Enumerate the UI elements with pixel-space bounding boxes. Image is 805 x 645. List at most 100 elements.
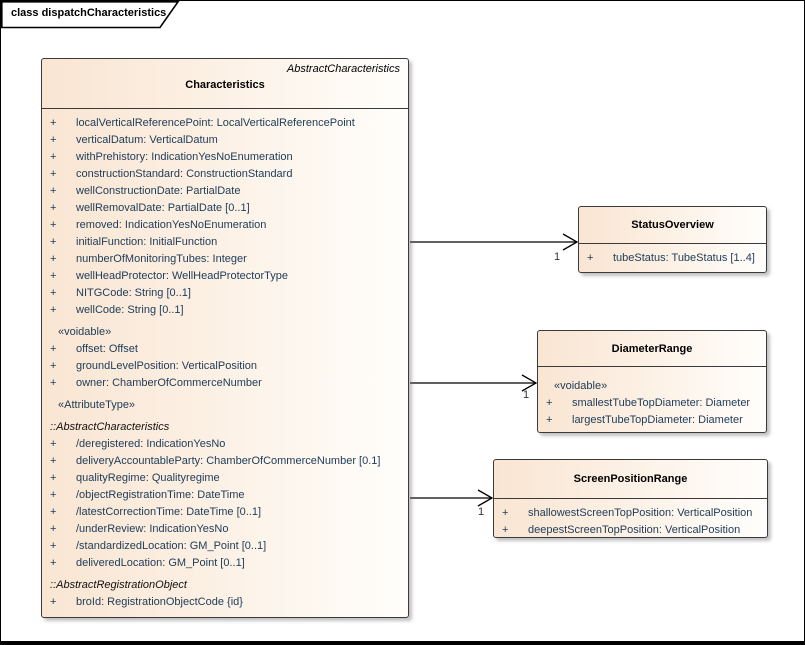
attribute-row: «AttributeType» <box>50 396 404 413</box>
visibility-marker: + <box>50 218 57 231</box>
visibility-marker: + <box>50 539 57 552</box>
attribute-text: broId: RegistrationObjectCode {id} <box>76 595 243 608</box>
attribute-row: «voidable» <box>50 323 404 340</box>
attribute-row: + owner: ChamberOfCommerceNumber <box>50 374 404 391</box>
attribute-text: ::AbstractRegistrationObject <box>50 578 187 591</box>
attribute-text: /standardizedLocation: GM_Point [0..1] <box>76 539 267 552</box>
multiplicity-label: 1 <box>554 251 561 263</box>
visibility-marker: + <box>50 454 57 467</box>
attribute-text: groundLevelPosition: VerticalPosition <box>76 359 258 372</box>
visibility-marker: + <box>50 133 57 146</box>
frame-tab-shape <box>1 1 180 29</box>
attribute-text: /deregistered: IndicationYesNo <box>76 437 226 450</box>
visibility-marker: + <box>50 184 57 197</box>
attribute-row: + deepestScreenTopPosition: VerticalPosi… <box>502 521 763 538</box>
attribute-text: deliveryAccountableParty: ChamberOfComme… <box>76 454 381 467</box>
visibility-marker: + <box>50 595 57 608</box>
attribute-row: + verticalDatum: VerticalDatum <box>50 131 404 148</box>
attribute-text: /objectRegistrationTime: DateTime <box>76 488 245 501</box>
attribute-row: + smallestTubeTopDiameter: Diameter <box>546 394 762 411</box>
visibility-marker: + <box>50 286 57 299</box>
visibility-marker: + <box>50 269 57 282</box>
attribute-row: + removed: IndicationYesNoEnumeration <box>50 216 404 233</box>
attribute-text: withPrehistory: IndicationYesNoEnumerati… <box>76 150 293 163</box>
attribute-row: + initialFunction: InitialFunction <box>50 233 404 250</box>
class-characteristics[interactable]: AbstractCharacteristics Characteristics … <box>41 58 409 618</box>
visibility-marker: + <box>587 251 594 264</box>
attribute-row: + shallowestScreenTopPosition: VerticalP… <box>502 504 763 521</box>
class-name: ScreenPositionRange <box>573 473 688 485</box>
attribute-text: smallestTubeTopDiameter: Diameter <box>572 396 751 409</box>
attribute-row: «voidable» <box>546 377 762 394</box>
attribute-text: offset: Offset <box>76 342 138 355</box>
visibility-marker: + <box>50 488 57 501</box>
multiplicity-label: 1 <box>523 389 530 401</box>
attribute-text: NITGCode: String [0..1] <box>76 286 191 299</box>
attribute-text: largestTubeTopDiameter: Diameter <box>572 413 743 426</box>
attribute-row: + qualityRegime: Qualityregime <box>50 469 404 486</box>
visibility-marker: + <box>50 303 57 316</box>
visibility-marker: + <box>50 116 57 129</box>
association-diameter-range[interactable] <box>410 374 538 392</box>
visibility-marker: + <box>50 201 57 214</box>
visibility-marker: + <box>50 376 57 389</box>
attribute-text: tubeStatus: TubeStatus [1..4] <box>613 251 755 264</box>
visibility-marker: + <box>502 523 509 536</box>
visibility-marker: + <box>50 505 57 518</box>
attribute-text: removed: IndicationYesNoEnumeration <box>76 218 267 231</box>
attribute-text: localVerticalReferencePoint: LocalVertic… <box>76 116 355 129</box>
attribute-text: qualityRegime: Qualityregime <box>76 471 220 484</box>
attribute-text: wellRemovalDate: PartialDate [0..1] <box>76 201 250 214</box>
attributes-compartment: + shallowestScreenTopPosition: VerticalP… <box>494 499 767 538</box>
attribute-text: shallowestScreenTopPosition: VerticalPos… <box>528 506 753 519</box>
visibility-marker: + <box>50 359 57 372</box>
visibility-marker: + <box>50 150 57 163</box>
attribute-text: verticalDatum: VerticalDatum <box>76 133 218 146</box>
association-screen-position-range[interactable] <box>410 489 494 507</box>
attribute-row: + localVerticalReferencePoint: LocalVert… <box>50 114 404 131</box>
attribute-row: + wellCode: String [0..1] <box>50 301 404 318</box>
attribute-row: + largestTubeTopDiameter: Diameter <box>546 411 762 428</box>
attribute-row: + numberOfMonitoringTubes: Integer <box>50 250 404 267</box>
attribute-text: ::AbstractCharacteristics <box>50 420 170 433</box>
class-status-overview[interactable]: StatusOverview + tubeStatus: TubeStatus … <box>578 206 767 273</box>
class-diameter-range[interactable]: DiameterRange «voidable» + smallestTubeT… <box>537 330 767 433</box>
attribute-row: + wellHeadProtector: WellHeadProtectorTy… <box>50 267 404 284</box>
visibility-marker: + <box>50 556 57 569</box>
attribute-row: + wellRemovalDate: PartialDate [0..1] <box>50 199 404 216</box>
attribute-row: + deliveredLocation: GM_Point [0..1] <box>50 554 404 571</box>
attribute-text: deepestScreenTopPosition: VerticalPositi… <box>528 523 741 536</box>
attribute-row: + /underReview: IndicationYesNo <box>50 520 404 537</box>
attribute-row: + offset: Offset <box>50 340 404 357</box>
class-header: StatusOverview <box>579 207 766 244</box>
attributes-compartment: + tubeStatus: TubeStatus [1..4] <box>579 244 766 266</box>
attribute-row: + /objectRegistrationTime: DateTime <box>50 486 404 503</box>
attribute-row: + broId: RegistrationObjectCode {id} <box>50 593 404 610</box>
class-stereotype-label: AbstractCharacteristics <box>286 63 400 75</box>
visibility-marker: + <box>50 252 57 265</box>
attribute-text: constructionStandard: ConstructionStanda… <box>76 167 293 180</box>
attribute-row: + deliveryAccountableParty: ChamberOfCom… <box>50 452 404 469</box>
attribute-text: numberOfMonitoringTubes: Integer <box>76 252 247 265</box>
attribute-row: + /deregistered: IndicationYesNo <box>50 435 404 452</box>
attribute-row: + /latestCorrectionTime: DateTime [0..1] <box>50 503 404 520</box>
visibility-marker: + <box>50 522 57 535</box>
attribute-text: /underReview: IndicationYesNo <box>76 522 229 535</box>
class-screen-position-range[interactable]: ScreenPositionRange + shallowestScreenTo… <box>493 459 768 538</box>
class-name: Characteristics <box>185 79 265 91</box>
open-arrowhead-icon <box>562 233 579 251</box>
class-header: ScreenPositionRange <box>494 460 767 499</box>
attribute-text: wellConstructionDate: PartialDate <box>76 184 241 197</box>
frame-label: class dispatchCharacteristics <box>11 7 167 19</box>
visibility-marker: + <box>50 437 57 450</box>
attribute-row: + withPrehistory: IndicationYesNoEnumera… <box>50 148 404 165</box>
attributes-compartment: «voidable» + smallestTubeTopDiameter: Di… <box>538 367 766 428</box>
attribute-row: + /standardizedLocation: GM_Point [0..1] <box>50 537 404 554</box>
attribute-text: «AttributeType» <box>58 398 136 411</box>
association-status-overview[interactable] <box>410 233 579 251</box>
attribute-text: initialFunction: InitialFunction <box>76 235 218 248</box>
visibility-marker: + <box>546 413 553 426</box>
attribute-row: ::AbstractRegistrationObject <box>50 576 404 593</box>
visibility-marker: + <box>50 167 57 180</box>
